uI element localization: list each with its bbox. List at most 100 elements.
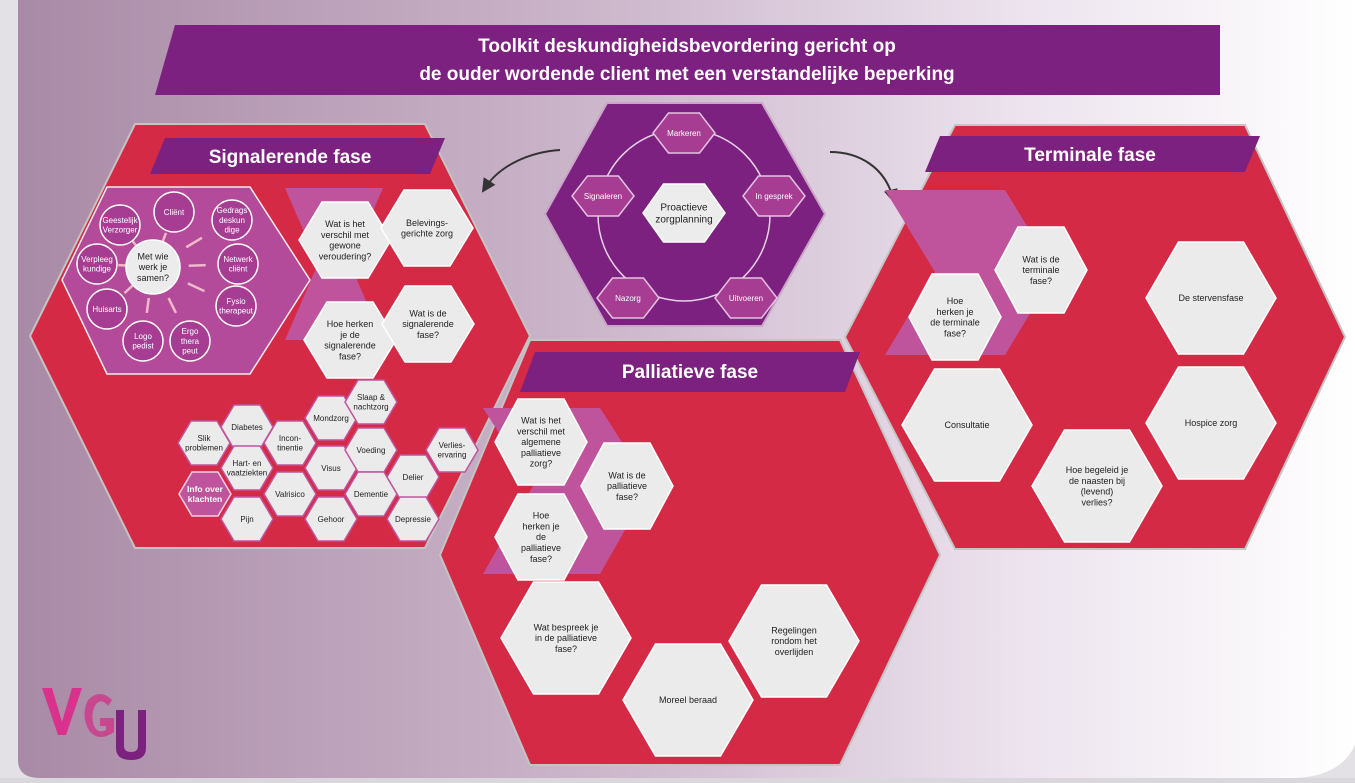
complaint-voeding-label: Voeding [357,446,386,455]
logo-letter-u [116,710,146,760]
topic-wat-is-signalerende[interactable] [381,285,475,363]
complaint-hart-vaatziekten[interactable] [220,445,274,491]
complaint-mondzorg-label-line: Mondzorg [313,414,349,423]
complaint-verlieservaring[interactable] [425,427,479,473]
card-naasten[interactable] [1031,429,1163,543]
network-center-label-line: samen? [137,273,169,283]
network-center-circle[interactable] [125,239,181,295]
topic-wat-is-terminaal-label-line: Wat is de [1022,254,1059,264]
network-node-logopedist[interactable] [122,320,164,362]
cycle-step-markeren[interactable] [652,112,716,154]
network-node-verpleegkundige-label-line: Verpleeg [81,255,113,264]
network-node-netwerk-client-label-line: cliënt [229,265,248,274]
topic-wat-is-terminaal[interactable] [994,226,1088,314]
cycle-step-nazorg-label: Nazorg [615,294,641,303]
card-stervensfase[interactable] [1145,241,1277,355]
topic-belevingsgerichte-zorg[interactable] [380,189,474,267]
cycle-step-in-gesprek[interactable] [742,175,806,217]
cycle-step-uitvoeren[interactable] [714,277,778,319]
complaint-pijn[interactable] [220,496,274,542]
network-node-logopedist-label-line: Logo [134,332,152,341]
card-moreel-beraad-label: Moreel beraad [659,695,717,705]
card-consultatie[interactable] [901,368,1033,482]
title-line-2: de ouder wordende client met een verstan… [419,64,954,85]
topic-herken-palliatief-label-line: Hoe [533,511,550,521]
topic-wat-is-terminaal-label-line: terminale [1022,265,1059,275]
card-hospice[interactable] [1145,366,1277,480]
network-node-gedragsdeskundige-label-line: dige [224,225,240,234]
cycle-step-nazorg[interactable] [596,277,660,319]
complaint-verlieservaring-label-line: ervaring [438,451,467,460]
complaints-title-label-line: Info over [187,484,224,494]
topic-verschil-veroudering-label-line: veroudering? [319,251,372,261]
complaint-verlieservaring-label: Verlies-ervaring [438,441,467,460]
topic-wat-is-signalerende-label-line: signalerende [402,319,454,329]
complaint-diabetes-label-line: Diabetes [231,423,263,432]
card-naasten-label-line: de naasten bij [1069,476,1125,486]
topic-wat-is-palliatief[interactable] [580,442,674,530]
topic-wat-is-signalerende-label-line: Wat is de [409,308,446,318]
topic-herken-terminaal[interactable] [908,273,1002,361]
card-hospice-label: Hospice zorg [1185,418,1238,428]
proactieve-center-label-line: Proactieve [660,203,708,214]
network-node-geestelijk-verzorger[interactable] [99,204,141,246]
topic-herken-palliatief[interactable] [494,493,588,581]
complaints-title-hexagon[interactable] [178,471,232,517]
cycle-step-signaleren[interactable] [571,175,635,217]
topic-verschil-veroudering-label-line: gewone [329,241,361,251]
network-node-fysiotherapeut[interactable] [215,285,257,327]
network-node-gedragsdeskundige-label-line: deskun [219,216,245,225]
network-node-client[interactable] [153,191,195,233]
complaint-slaap-label: Slaap &nachtzorg [353,393,388,412]
card-consultatie-label: Consultatie [944,420,989,430]
card-regelingen[interactable] [728,584,860,698]
cycle-step-in-gesprek-label-line: In gesprek [755,192,793,201]
cycle-step-signaleren-label: Signaleren [584,192,622,201]
topic-verschil-palliatief[interactable] [494,398,588,486]
card-moreel-beraad[interactable] [622,643,754,757]
cycle-step-nazorg-label-line: Nazorg [615,294,641,303]
network-node-netwerk-client[interactable] [217,243,259,285]
complaint-voeding-label-line: Voeding [357,446,386,455]
network-node-logopedist-label-line: pedist [132,342,154,351]
topic-herken-palliatief-label-line: palliatieve [521,543,561,553]
card-regelingen-label-line: rondom het [771,636,817,646]
card-stervensfase-label-line: De stervensfase [1178,293,1243,303]
complaint-visus-label-line: Visus [321,464,340,473]
proactieve-center-hexagon[interactable] [642,183,726,243]
topic-herken-palliatief-label-line: de [536,532,546,542]
network-node-gedragsdeskundige[interactable] [211,199,253,241]
network-node-geestelijk-verzorger-label-line: Geestelijk [102,216,138,225]
network-node-fysiotherapeut-label-line: therapeut [219,307,254,316]
complaint-dementie-label-line: Dementie [354,490,389,499]
complaint-verlieservaring-label-line: Verlies- [439,441,466,450]
topic-herken-terminaal-label-line: Hoe [947,296,964,306]
network-node-ergotherapeut[interactable] [169,320,211,362]
complaint-gehoor[interactable] [304,496,358,542]
topic-herken-signalerende-label-line: Hoe herken [327,319,374,329]
complaint-slikproblemen-label-line: Slik [198,434,212,443]
topic-verschil-palliatief-label-line: palliatieve [521,448,561,458]
signalerende-title: Signalerende fase [209,147,372,168]
cycle-step-signaleren-label-line: Signaleren [584,192,622,201]
complaint-slaap[interactable] [344,379,398,425]
complaint-valrisico[interactable] [263,471,317,517]
complaint-incontinentie[interactable] [263,420,317,466]
signalerende-banner [150,138,445,174]
network-spoke [187,282,205,293]
complaint-depressie[interactable] [386,496,440,542]
network-node-huisarts[interactable] [86,288,128,330]
network-node-verpleegkundige[interactable] [76,243,118,285]
card-bespreek[interactable] [500,581,632,695]
complaint-hart-vaatziekten-label-line: Hart- en [233,459,262,468]
